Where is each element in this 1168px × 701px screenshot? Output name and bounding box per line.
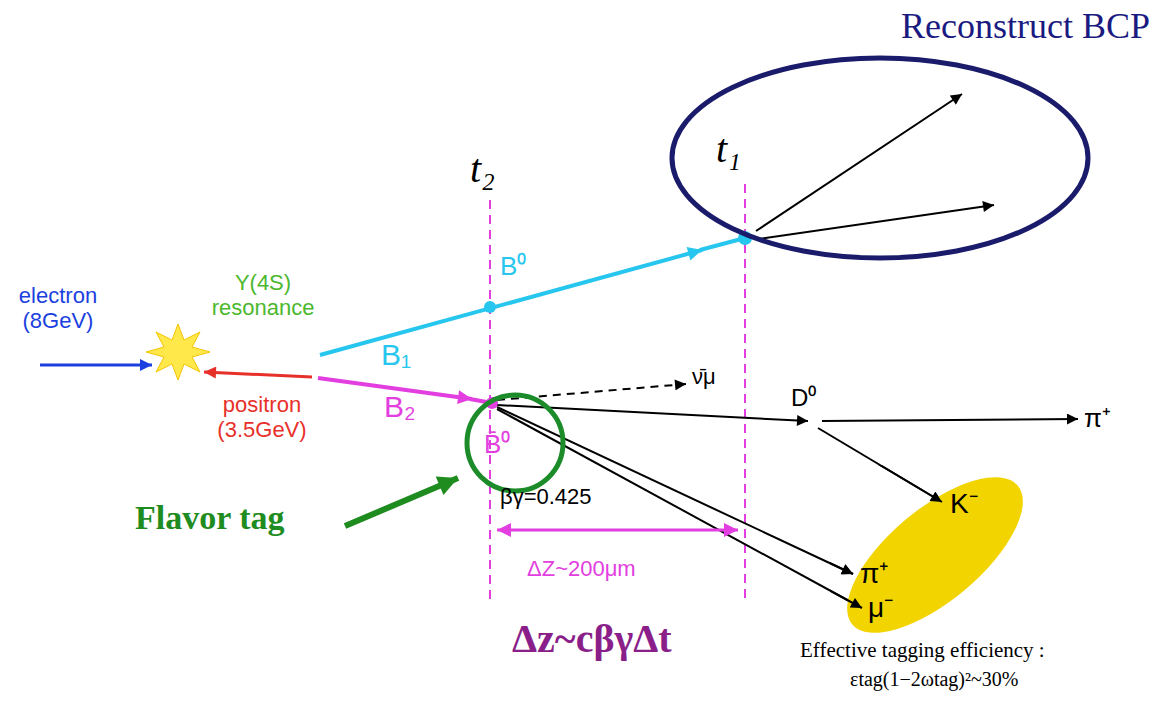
particle-label: B̄⁰ <box>484 430 510 460</box>
boost-label: βγ=0.425 <box>500 484 592 509</box>
tag-daughters-region: K⁻ π⁺μ⁻ <box>830 465 1045 645</box>
pion-track <box>830 465 853 574</box>
meson-label: B₂ <box>384 390 416 425</box>
beam-label: electron (8GeV) <box>6 283 110 334</box>
formula-label: Δz~cβγΔt <box>512 616 672 662</box>
particle-label: B⁰ <box>500 252 526 282</box>
pion-track <box>497 407 853 574</box>
kaon-track <box>818 428 942 502</box>
flavor-tag-arrow <box>345 478 458 526</box>
dimension-label: ΔZ~200μm <box>527 556 636 581</box>
particle-label: ν̄μ <box>692 364 716 389</box>
flavor-tag-circle: B̄⁰ <box>462 390 568 496</box>
delta-z-arrow <box>497 529 738 532</box>
resonance-label: Y(4S) resonance <box>198 270 328 321</box>
particle-label: D⁰ <box>791 384 816 412</box>
highlight-ellipse <box>830 465 1045 645</box>
region-heading: Reconstruct BCP <box>901 6 1150 47</box>
electron-beam <box>40 364 152 367</box>
region-outline <box>672 58 1088 258</box>
positron-beam <box>204 372 312 377</box>
cp-daughter-track <box>756 94 962 231</box>
b1-track <box>320 250 702 355</box>
muon-track <box>497 409 862 608</box>
formula-label: εtag(1−2ωtag)²~30% <box>850 668 1019 691</box>
beam-label: positron (3.5GeV) <box>192 392 332 443</box>
time-label: t₂ <box>470 146 495 192</box>
node-shape <box>462 390 568 496</box>
particle-label: μ⁻ <box>868 592 893 624</box>
b1-point <box>484 301 496 313</box>
meson-label: B₁ <box>381 338 411 373</box>
tag-outline <box>467 395 563 491</box>
muon-track <box>830 465 862 608</box>
node-shape <box>830 465 1045 645</box>
time-marker-line <box>744 184 746 600</box>
time-label: t₁ <box>716 126 741 172</box>
callout-label: Flavor tag <box>135 498 285 537</box>
particle-label: K⁻ <box>950 488 978 520</box>
collision-starburst <box>146 324 210 380</box>
pion-track <box>822 419 1078 421</box>
cp-daughter-track <box>758 205 994 239</box>
kaon-track <box>830 465 942 502</box>
particle-label: π⁺ <box>860 558 888 590</box>
note-label: Effective tagging efficiency : <box>800 638 1045 662</box>
particle-label: π⁺ <box>1084 404 1111 434</box>
